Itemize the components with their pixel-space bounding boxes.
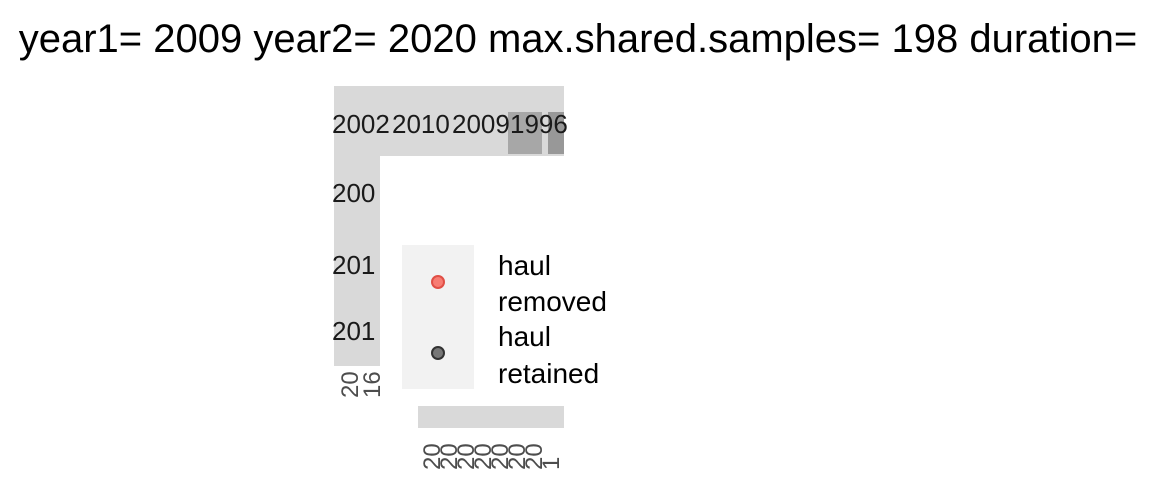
left-axis-tick-label: 20 <box>337 371 364 398</box>
left-axis-tick-label: 16 <box>359 371 386 398</box>
chart-title: year1= 2009 year2= 2020 max.shared.sampl… <box>19 17 1138 61</box>
tick-block-b <box>548 112 564 154</box>
bottom-axis-tick-label: 20 <box>487 443 514 470</box>
legend-key-retained <box>431 346 445 360</box>
bottom-axis-tick-label: 20 <box>436 443 463 470</box>
left-strip-label: 200 <box>332 178 375 208</box>
left-strip-label: 201 <box>332 316 375 346</box>
bottom-strip-background <box>418 406 564 428</box>
left-strip-background <box>334 156 380 366</box>
bottom-axis-tick-label: 20 <box>521 443 548 470</box>
legend-label-retained-line1: haul <box>498 321 551 352</box>
top-strip-label: 2010 <box>392 109 450 139</box>
legend-label-removed-line1: haul <box>498 250 551 281</box>
bottom-axis-tick-label: 20 <box>419 443 446 470</box>
bottom-axis-tick-label: 20 <box>504 443 531 470</box>
bottom-axis-tick-label: 20 <box>470 443 497 470</box>
left-strip-labels: 200 201 201 <box>332 178 375 346</box>
top-strip-background <box>334 86 564 156</box>
bottom-axis-tick-label: 1 <box>538 457 565 470</box>
left-strip-label: 201 <box>332 250 375 280</box>
top-strip-label: 2009 <box>452 109 510 139</box>
legend-key-background <box>402 245 474 389</box>
legend-label-retained-line2: retained <box>498 358 599 389</box>
top-strip-label: 2002 <box>332 109 390 139</box>
tick-block-a <box>508 112 542 154</box>
bottom-axis-tick-label: 20 <box>453 443 480 470</box>
legend: haul removed haul retained <box>402 245 607 389</box>
legend-label-removed-line2: removed <box>498 286 607 317</box>
legend-key-removed <box>431 275 445 289</box>
top-strip-label: 1996 <box>510 109 568 139</box>
